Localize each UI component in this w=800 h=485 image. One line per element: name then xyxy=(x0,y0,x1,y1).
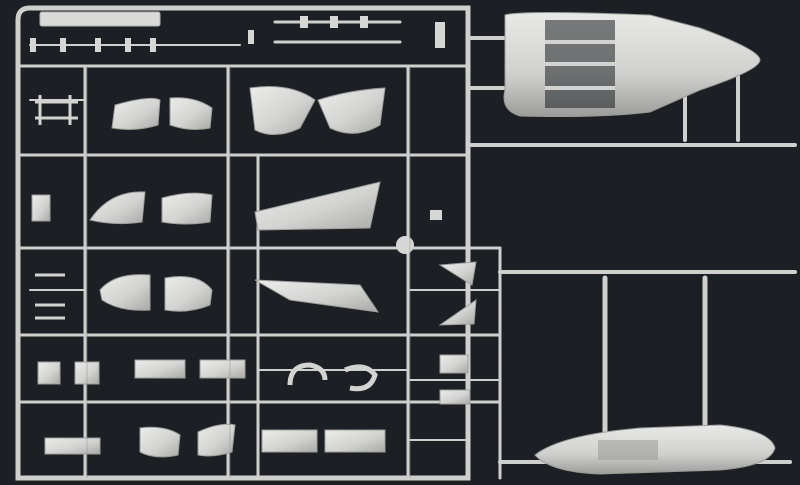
outer-frame xyxy=(15,5,471,481)
exhaust-part-1 xyxy=(139,426,181,458)
fin-part-1 xyxy=(438,261,477,286)
fin-part-2 xyxy=(438,298,477,326)
ladder-parts xyxy=(35,95,78,320)
rack-part-2 xyxy=(199,359,246,379)
ring-part-1 xyxy=(287,362,328,386)
cover-panel-1 xyxy=(89,191,146,225)
ring-part-2 xyxy=(344,364,378,392)
rack-part-5 xyxy=(44,437,101,455)
wing-root-part xyxy=(254,181,381,231)
nameplate-tab xyxy=(39,11,161,27)
rack-part-3 xyxy=(261,429,318,453)
rack-part-4 xyxy=(324,429,386,453)
rack-part-1 xyxy=(134,359,186,379)
wing-lower-part xyxy=(254,279,380,313)
ring-parts xyxy=(287,362,378,392)
side-part-3 xyxy=(439,389,471,405)
small-part-1 xyxy=(37,361,61,385)
cowl-panel-2 xyxy=(164,276,213,312)
canopy-part-right xyxy=(317,87,386,134)
side-part-2 xyxy=(439,354,469,374)
intake-panel-2 xyxy=(169,97,213,130)
side-part-1 xyxy=(31,194,51,222)
cover-panel-2 xyxy=(161,192,213,225)
exhaust-part-2 xyxy=(197,423,236,457)
canopy-part-left xyxy=(249,86,316,135)
cowl-panel-1 xyxy=(99,274,151,311)
intake-panel-1 xyxy=(111,97,161,130)
fuselage-upper-part xyxy=(503,12,761,117)
panel-parts xyxy=(31,86,477,458)
